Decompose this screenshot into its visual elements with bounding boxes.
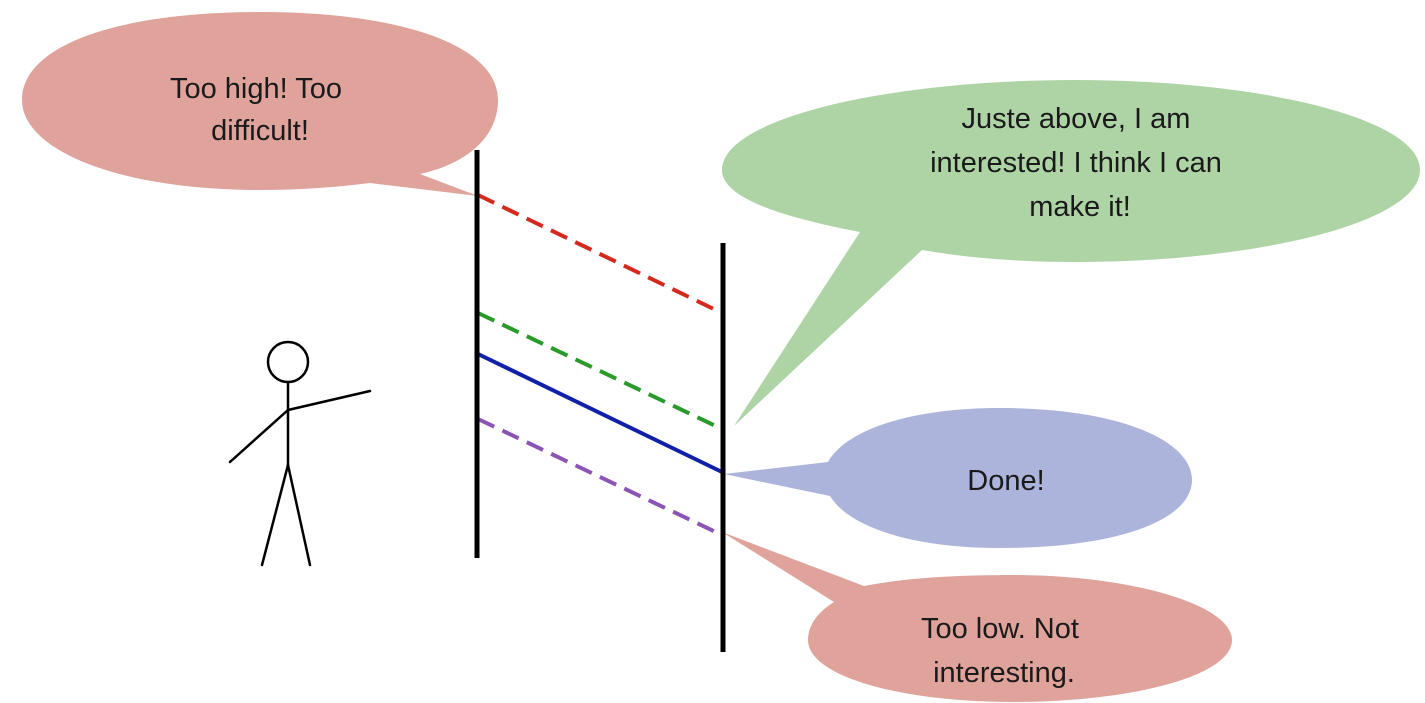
bubble-too-high-line-1: Too high! Too bbox=[170, 73, 342, 105]
bubble-too-high-text: Too high! Too difficult! bbox=[170, 73, 350, 147]
bar-too-high-line bbox=[477, 193, 723, 315]
bar-lines bbox=[477, 193, 723, 537]
bubble-too-high-shape bbox=[22, 12, 498, 196]
stick-figure-right-leg bbox=[286, 463, 312, 567]
bar-too-low-line bbox=[477, 417, 723, 537]
bubble-just-above-line-2: interested! I think I can bbox=[930, 147, 1222, 179]
bubble-too-high-line-2: difficult! bbox=[211, 115, 309, 147]
bubble-just-above-shape bbox=[722, 80, 1420, 426]
poles bbox=[474, 150, 726, 652]
bubble-done-line-1: Done! bbox=[967, 465, 1044, 497]
bubble-just-above-text: Juste above, I am interested! I think I … bbox=[930, 103, 1230, 223]
stick-figure bbox=[228, 340, 372, 567]
bubble-too-low-line-1: Too low. Not bbox=[921, 613, 1079, 645]
bubble-too-low-shape bbox=[722, 532, 1232, 702]
bubble-done: Done! bbox=[724, 408, 1192, 548]
bubble-too-high: Too high! Too difficult! bbox=[22, 12, 498, 196]
bubble-too-low: Too low. Not interesting. bbox=[722, 532, 1232, 702]
bubble-done-shape bbox=[724, 408, 1192, 548]
stick-figure-head bbox=[266, 340, 310, 384]
bubble-too-low-line-2: interesting. bbox=[933, 657, 1075, 689]
bubble-too-low-text: Too low. Not interesting. bbox=[921, 613, 1087, 689]
bubble-done-text: Done! bbox=[967, 465, 1044, 497]
bar-done-line bbox=[477, 352, 723, 474]
bubble-just-above-line-3: make it! bbox=[1029, 191, 1131, 223]
stick-figure-right-arm bbox=[286, 389, 372, 412]
bubble-just-above: Juste above, I am interested! I think I … bbox=[722, 80, 1420, 426]
stick-figure-left-arm bbox=[228, 408, 290, 464]
bubble-just-above-line-1: Juste above, I am bbox=[962, 103, 1191, 135]
bar-just-above-line bbox=[477, 311, 723, 431]
stick-figure-left-leg bbox=[260, 463, 290, 567]
